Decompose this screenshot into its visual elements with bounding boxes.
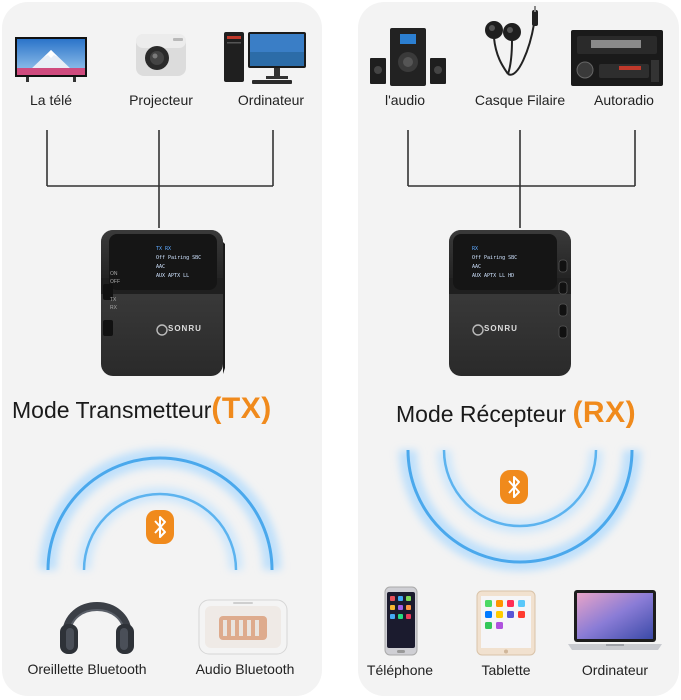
- brand-logo: SONRU: [484, 324, 518, 333]
- device-label: Casque Filaire: [474, 92, 566, 108]
- bluetooth-icon: [146, 510, 174, 544]
- car-radio-icon: [571, 30, 663, 86]
- device-label: Oreillette Bluetooth: [27, 661, 147, 677]
- transmitter-device: [101, 230, 225, 376]
- side-switch-labels: ON OFF TX RX: [110, 271, 120, 311]
- mode-title-receiver: Mode Récepteur (RX): [396, 396, 637, 429]
- projector-icon: [136, 34, 186, 76]
- connection-lines: [46, 130, 274, 228]
- mode-code: (TX): [211, 392, 272, 425]
- device-label: l'audio: [384, 92, 426, 108]
- speaker-system-icon: [370, 28, 446, 86]
- desktop-computer-icon: [224, 32, 306, 84]
- device-label: Tablette: [481, 662, 531, 678]
- device-label: La télé: [29, 92, 73, 108]
- smartphone-icon: [384, 586, 418, 656]
- connection-lines: [407, 130, 636, 228]
- laptop-icon: [568, 590, 662, 650]
- receiver-device: [449, 230, 571, 376]
- mode-title-transmitter: Mode Transmetteur(TX): [12, 392, 272, 425]
- device-screen: TX RX Off Pairing SBC AAC AUX APTX LL: [156, 246, 202, 279]
- bluetooth-wave-graphic: [39, 449, 281, 571]
- bluetooth-icon: [500, 470, 528, 504]
- wired-earphones-icon: [485, 6, 538, 76]
- brand-logo: SONRU: [168, 324, 202, 333]
- device-screen: RX Off Pairing SBC AAC AUX APTX LL HD: [472, 246, 518, 279]
- headphones-icon: [60, 602, 134, 654]
- device-label: Audio Bluetooth: [195, 661, 295, 677]
- device-label: Téléphone: [366, 662, 434, 678]
- device-label: Ordinateur: [581, 662, 649, 678]
- tv-icon: [15, 37, 87, 82]
- device-label: Autoradio: [594, 92, 654, 108]
- mode-code: (RX): [572, 396, 637, 429]
- bluetooth-speaker-icon: [198, 599, 288, 655]
- device-label: Ordinateur: [237, 92, 305, 108]
- device-label: Projecteur: [129, 92, 193, 108]
- bluetooth-wave-graphic: [399, 449, 641, 571]
- tablet-icon: [476, 590, 536, 656]
